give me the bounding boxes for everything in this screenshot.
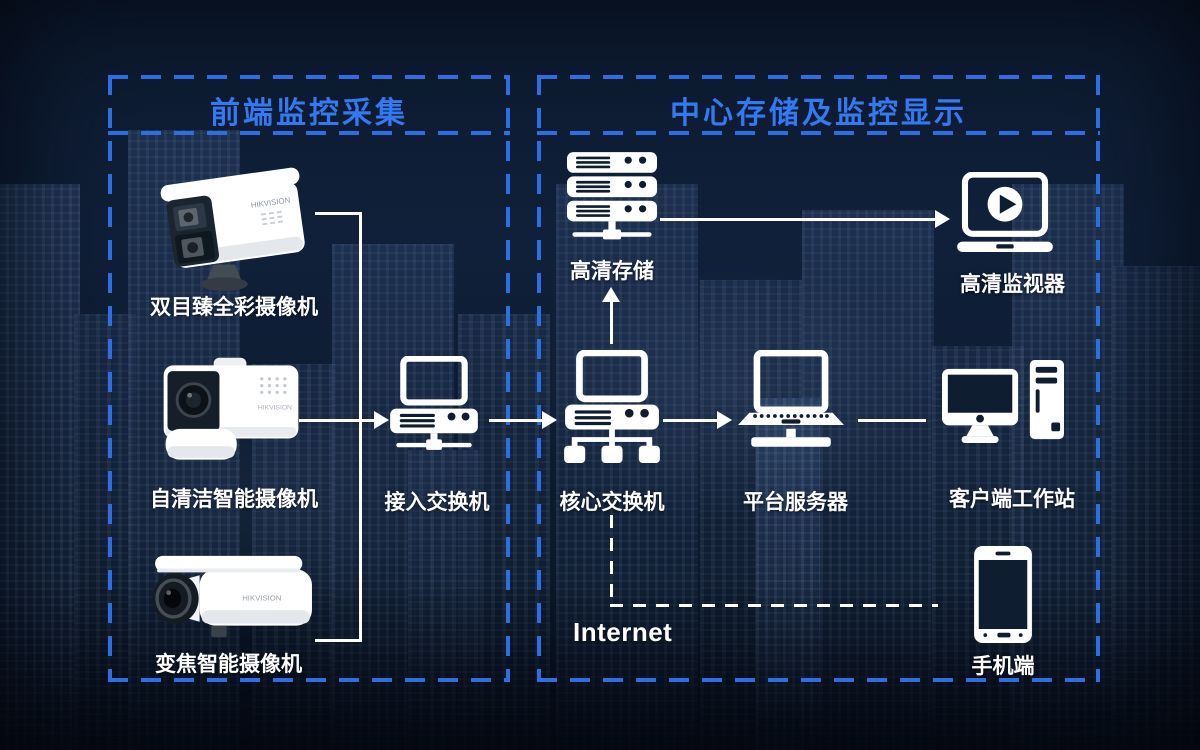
camera-zoom-label: 变焦智能摄像机 <box>155 653 302 676</box>
dashed-border <box>537 75 1100 79</box>
internet-label: Internet <box>573 617 673 647</box>
arrow-storage-to-monitor <box>660 218 936 221</box>
core-switch-label: 核心交换机 <box>559 491 665 514</box>
arrowhead <box>935 210 950 228</box>
line-server-to-workstation <box>858 419 926 422</box>
arrowhead <box>542 411 557 429</box>
hikvision-logo-text: HIKVISION <box>242 593 281 602</box>
access-switch-icon <box>390 356 478 450</box>
self-cleaning-camera-icon: HIKVISION <box>163 357 299 460</box>
dashed-border <box>506 75 510 682</box>
dashed-border <box>537 678 1100 682</box>
zone-center-box: 中心存储及监控显示 <box>537 75 1100 682</box>
zone-frontend-title: 前端监控采集 <box>210 97 408 130</box>
mobile-label: 手机端 <box>971 655 1035 678</box>
zoom-camera-icon: HIKVISION <box>152 555 312 638</box>
connector-camera1-to-bus <box>315 212 362 215</box>
arrowhead <box>374 411 389 429</box>
dashed-border <box>108 75 510 79</box>
arrowhead <box>602 287 620 302</box>
connector-camera3-to-bus <box>315 639 362 642</box>
core-switch-icon <box>564 350 660 463</box>
desktop-tower-icon <box>942 360 1064 443</box>
smartphone-icon <box>974 546 1032 643</box>
dashed-border <box>1096 75 1100 682</box>
camera-selfclean-label: 自清洁智能摄像机 <box>150 488 318 511</box>
hikvision-logo-text: HIKVISION <box>258 405 292 412</box>
server-stack-icon <box>567 152 657 240</box>
laptop-icon <box>738 350 844 447</box>
zone-center-title: 中心存储及监控显示 <box>670 97 967 130</box>
hd-storage-label: 高清存储 <box>570 260 654 283</box>
arrow-core-to-storage <box>610 301 613 344</box>
monitor-play-icon <box>957 172 1053 253</box>
zone-frontend-box: 前端监控采集 <box>108 75 510 682</box>
dashed-border <box>537 75 541 682</box>
dashed-line-internet-to-mobile <box>610 604 938 607</box>
arrow-access-to-core-switch <box>489 419 543 422</box>
arrow-cameras-to-access-switch <box>299 419 375 422</box>
connector-camera-bus <box>359 212 362 642</box>
dashed-underline <box>537 131 1100 135</box>
workstation-label: 客户端工作站 <box>949 488 1075 511</box>
hd-monitor-label: 高清监视器 <box>960 273 1065 296</box>
dual-lens-camera-icon: HIKVISION <box>160 167 305 292</box>
dashed-border <box>108 75 112 682</box>
camera-dual-label: 双目臻全彩摄像机 <box>150 296 318 319</box>
platform-server-label: 平台服务器 <box>743 491 848 514</box>
access-switch-label: 接入交换机 <box>384 491 490 514</box>
arrowhead <box>717 411 732 429</box>
dashed-border <box>108 678 510 682</box>
dashed-underline <box>108 131 510 135</box>
dashed-line-internet-vertical <box>610 515 613 606</box>
arrow-core-to-platform-server <box>663 419 718 422</box>
